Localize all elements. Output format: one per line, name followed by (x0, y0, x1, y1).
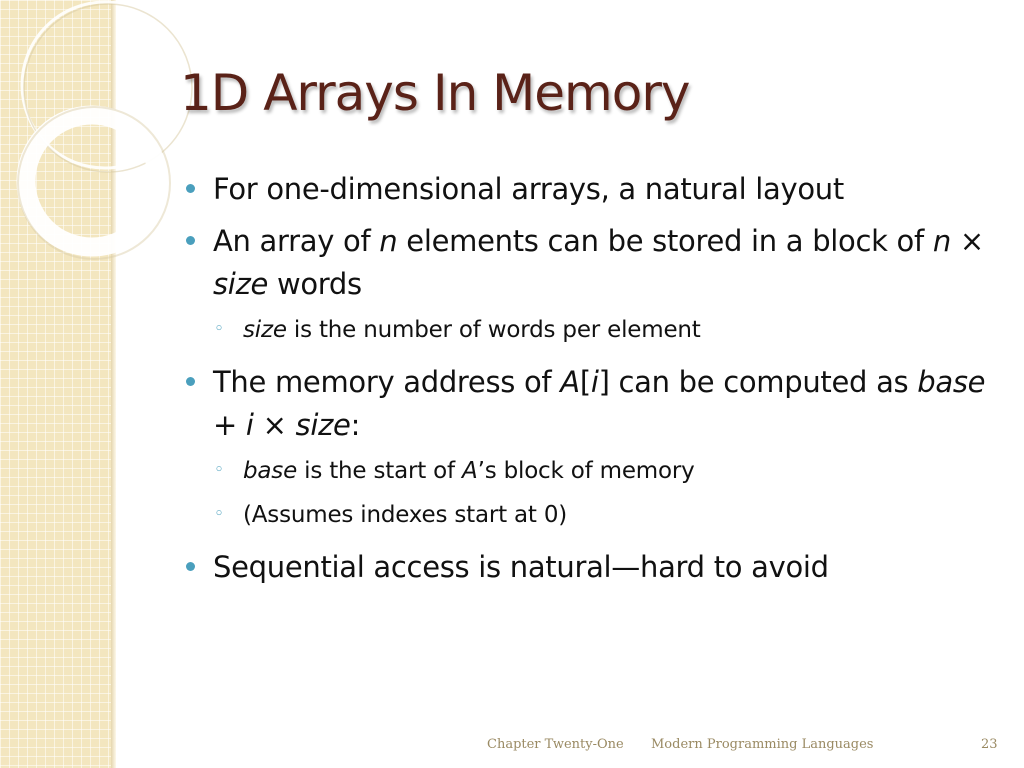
footer-book-title: Modern Programming Languages (651, 737, 874, 752)
bullet-text: words (268, 267, 362, 301)
bracket: ] (598, 365, 610, 399)
bullet-text: is the start of (297, 458, 463, 484)
times-symbol: × (950, 224, 984, 258)
bullet-sequential-access: Sequential access is natural—hard to avo… (186, 546, 998, 589)
bullet-text: elements can be stored in a block of (397, 224, 933, 258)
bullet-text: An array of (213, 224, 380, 258)
var-a: A (462, 458, 478, 484)
plus-symbol: + (213, 408, 246, 442)
sub-bullet-zero-index: ◦ (Assumes indexes start at 0) (186, 500, 998, 530)
sub-bullet-base: ◦ base is the start of A’s block of memo… (186, 456, 998, 486)
slide-title: 1D Arrays In Memory (180, 64, 690, 122)
bullet-text: can be computed as (609, 365, 918, 399)
bullet-dot-icon (186, 236, 195, 245)
colon: : (350, 408, 361, 442)
bullet-dot-icon (186, 562, 195, 571)
bullet-dot-icon (186, 377, 195, 386)
bullet-text: For one-dimensional arrays, a natural la… (213, 172, 844, 206)
bullet-text: ’s block of memory (477, 458, 695, 484)
bullet-dot-icon (186, 184, 195, 193)
var-base: base (243, 458, 298, 484)
times-symbol: × (253, 408, 296, 442)
sub-bullet-ring-icon: ◦ (214, 460, 224, 480)
bullet-list: For one-dimensional arrays, a natural la… (186, 168, 998, 598)
bullet-text: is the number of words per element (286, 317, 701, 343)
sub-bullet-size: ◦ size is the number of words per elemen… (186, 315, 998, 345)
var-size: size (295, 408, 351, 442)
footer-page-number: 23 (981, 737, 998, 752)
bullet-one-dimensional-layout: For one-dimensional arrays, a natural la… (186, 168, 998, 211)
sub-bullet-ring-icon: ◦ (214, 504, 224, 524)
var-n: n (379, 224, 398, 258)
footer-chapter: Chapter Twenty-One (487, 737, 624, 752)
var-size: size (243, 317, 287, 343)
bracket: [ (579, 365, 591, 399)
var-n: n (932, 224, 951, 258)
sub-bullet-ring-icon: ◦ (214, 319, 224, 339)
decorative-rings-icon (16, 0, 193, 260)
bullet-array-storage: An array of n elements can be stored in … (186, 220, 998, 306)
var-i: i (590, 365, 599, 399)
bullet-text: Sequential access is natural—hard to avo… (213, 550, 829, 584)
bullet-text: (Assumes indexes start at 0) (243, 502, 568, 528)
band-edge (111, 0, 116, 768)
var-a: A (560, 365, 580, 399)
bullet-text: The memory address of (213, 365, 561, 399)
var-size: size (213, 267, 269, 301)
var-base: base (917, 365, 986, 399)
var-i: i (245, 408, 254, 442)
bullet-memory-address: The memory address of A[i] can be comput… (186, 361, 998, 447)
